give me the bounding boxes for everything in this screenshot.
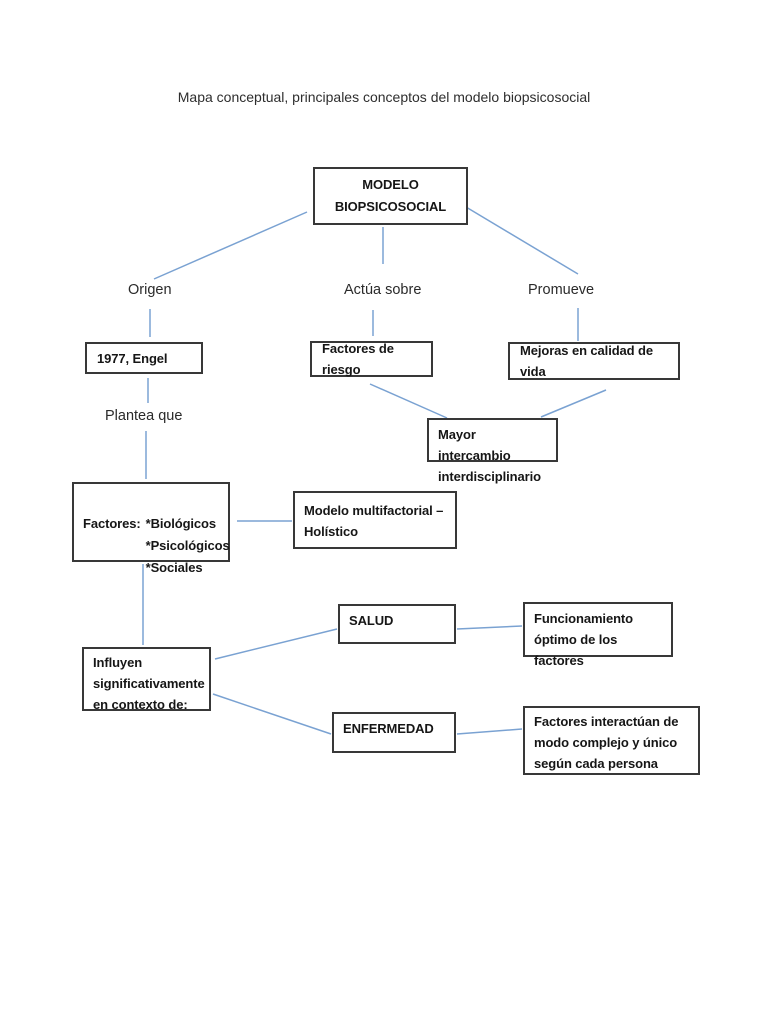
node-mayor-intercambio: Mayor intercambio interdisciplinario (427, 418, 558, 484)
factores-item-psicologicos: *Psicológicos (145, 538, 230, 553)
edge-enfermedad-interactuan (456, 728, 523, 735)
edge-influyen-enfermedad (212, 693, 332, 735)
node-factores-lista: Factores: *Biológicos *Psicológicos *Soc… (72, 482, 230, 575)
node-enfermedad: ENFERMEDAD (332, 712, 456, 753)
edge-influyen-salud (214, 628, 338, 660)
node-influyen-contexto: Influyen significativamente en contexto … (82, 647, 211, 712)
factores-item-sociales: *Sociales (145, 560, 203, 575)
node-factores-interactuan: Factores interactúan de modo complejo y … (523, 706, 700, 775)
factores-item-biologicos: *Biológicos (145, 516, 217, 531)
edge-mejoras-intercambio (540, 389, 607, 418)
edge-riesgo-intercambio (369, 383, 448, 419)
edge-root-promueve (465, 206, 579, 275)
node-1977-engel: 1977, Engel (85, 342, 203, 374)
edge-salud-funcionamiento (456, 625, 523, 630)
edge-root-origen (153, 211, 308, 280)
factores-prefix: Factores: (83, 516, 141, 531)
label-actua-sobre: Actúa sobre (344, 282, 422, 298)
node-modelo-multifactorial: Modelo multifactorial – Holístico (293, 491, 457, 549)
page-title: Mapa conceptual, principales conceptos d… (177, 89, 591, 105)
node-modelo-biopsicosocial: MODELO BIOPSICOSOCIAL (313, 167, 468, 225)
label-origen: Origen (128, 282, 172, 298)
node-salud: SALUD (338, 604, 456, 644)
label-plantea-que: Plantea que (105, 408, 183, 424)
node-factores-de-riesgo: Factores de riesgo (310, 341, 433, 377)
node-funcionamiento-optimo: Funcionamiento óptimo de los factores (523, 602, 673, 668)
node-mejoras-calidad-vida: Mejoras en calidad de vida (508, 342, 680, 380)
label-promueve: Promueve (528, 282, 595, 298)
